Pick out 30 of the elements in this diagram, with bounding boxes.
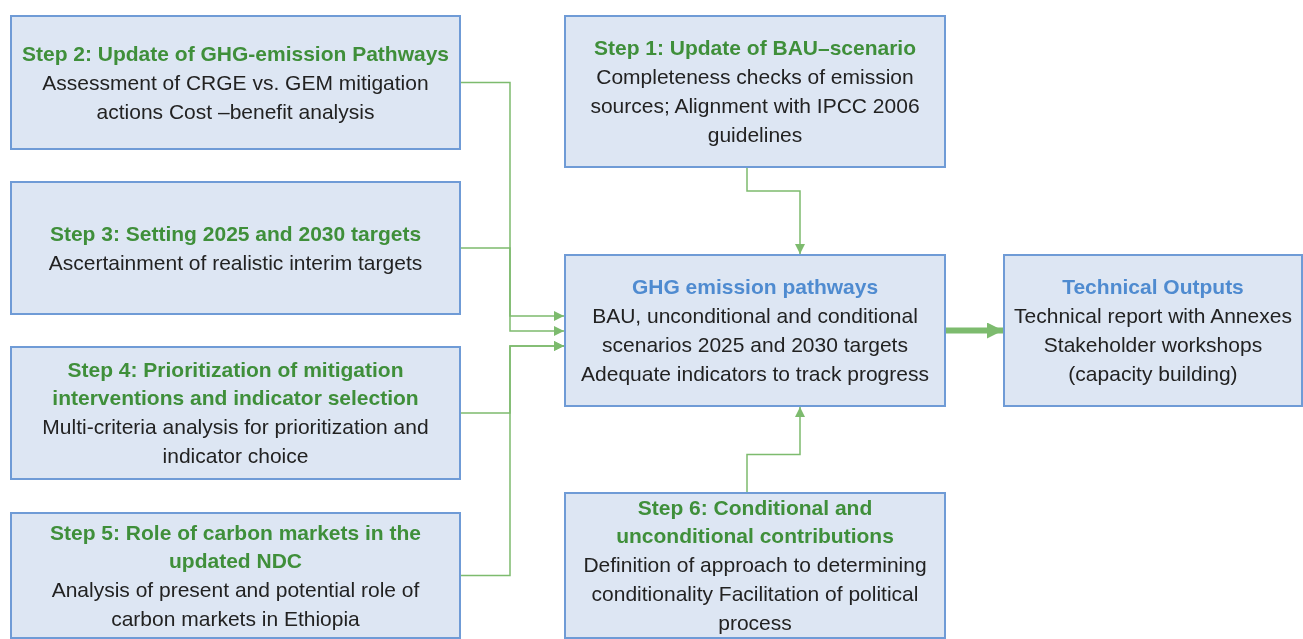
process-box [10,346,461,480]
box-title: Technical Outputs [1062,274,1244,300]
process-box [10,512,461,639]
box-title: Step 5: Role of carbon markets in the updated NDC [48,519,423,574]
box-title: Step 3: Setting 2025 and 2030 targets [49,220,422,247]
process-box [1003,254,1303,407]
box-title: GHG emission pathways [631,274,879,300]
arrow [946,322,1003,339]
arrow [746,406,805,493]
box-title: Step 6: Conditional and unconditional contributions [615,495,895,549]
process-box [10,181,461,315]
arrow [746,167,805,255]
box-title: Step 2: Update of GHG-emission Pathways [21,40,450,67]
process-box [10,15,461,150]
box-title: Step 1: Update of BAU–scenario [593,35,917,61]
process-box [564,254,946,407]
arrow [460,247,565,336]
process-box [564,492,946,639]
box-description: Technical report with Annexes Stakeholder workshops (capacity building) [1013,303,1293,387]
box-description: Completeness checks of emission sources; Alignment with IPCC 2006 guidelines [589,64,921,148]
box-description: Assessment of CRGE vs. GEM mitigation actions Cost –benefit analysis [41,69,430,125]
box-description: Analysis of present and potential role of carbon markets in Ethiopia [50,576,421,632]
box-description: Multi-criteria analysis for prioritization and indicator choice [41,414,430,469]
box-description: Ascertainment of realistic interim targets [48,249,423,276]
arrow [460,81,565,321]
process-box [564,15,946,168]
box-description: BAU, unconditional and conditional scenarios 2025 and 2030 targets Adequate indicators to track progress [580,303,930,387]
box-title: Step 4: Prioritization of mitigation interventions and indicator selection [51,357,420,411]
box-description: Definition of approach to determining conditionality Facilitation of political process [582,552,928,636]
arrow [460,341,565,577]
